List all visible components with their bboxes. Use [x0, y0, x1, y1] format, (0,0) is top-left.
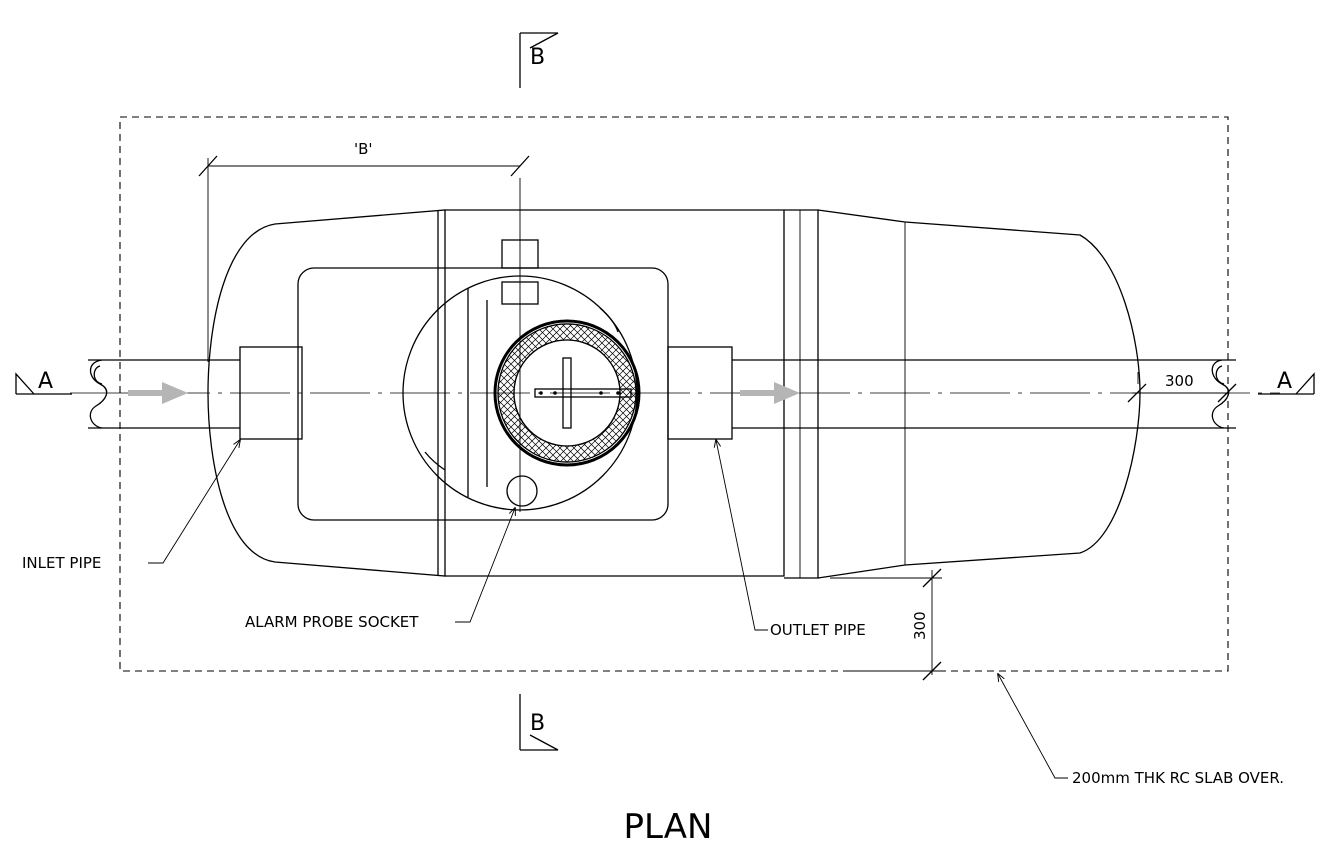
inlet-pipe [88, 346, 303, 440]
flow-arrow-outlet [740, 382, 800, 404]
drawing-title: PLAN [624, 807, 713, 847]
dimension-b: 'B' [198, 140, 530, 362]
dimension-300-pipe: 300 [1127, 372, 1237, 403]
label-slab: 200mm THK RC SLAB OVER. [1072, 769, 1284, 787]
rc-slab-outline [119, 116, 1229, 672]
section-marker-b-bottom: B [519, 694, 559, 751]
section-marker-a-left: A [15, 369, 72, 395]
section-b-bottom-label: B [530, 711, 545, 736]
section-a-right-label: A [1277, 369, 1292, 394]
label-inlet-pipe: INLET PIPE [22, 554, 101, 572]
leader-slab: 200mm THK RC SLAB OVER. [998, 674, 1284, 787]
section-marker-a-right: A [1258, 369, 1315, 395]
label-outlet-pipe: OUTLET PIPE [770, 621, 866, 639]
label-alarm-probe-socket: ALARM PROBE SOCKET [245, 613, 419, 631]
dimension-300-pipe-label: 300 [1165, 372, 1194, 390]
alarm-probe-socket [506, 475, 538, 507]
dimension-b-label: 'B' [354, 140, 373, 158]
tank-body [207, 209, 1141, 579]
dimension-300-vertical-label: 300 [911, 611, 929, 640]
flow-arrow-inlet [128, 382, 188, 404]
dimension-300-vertical: 300 [830, 568, 942, 681]
leader-outlet-pipe: OUTLET PIPE [716, 440, 866, 639]
section-b-top-label: B [530, 45, 545, 70]
leader-inlet-pipe: INLET PIPE [22, 440, 240, 572]
section-a-left-label: A [38, 369, 53, 394]
leader-alarm-probe-socket: ALARM PROBE SOCKET [245, 508, 515, 631]
outlet-pipe [667, 346, 1236, 440]
section-marker-b-top: B [519, 32, 559, 88]
